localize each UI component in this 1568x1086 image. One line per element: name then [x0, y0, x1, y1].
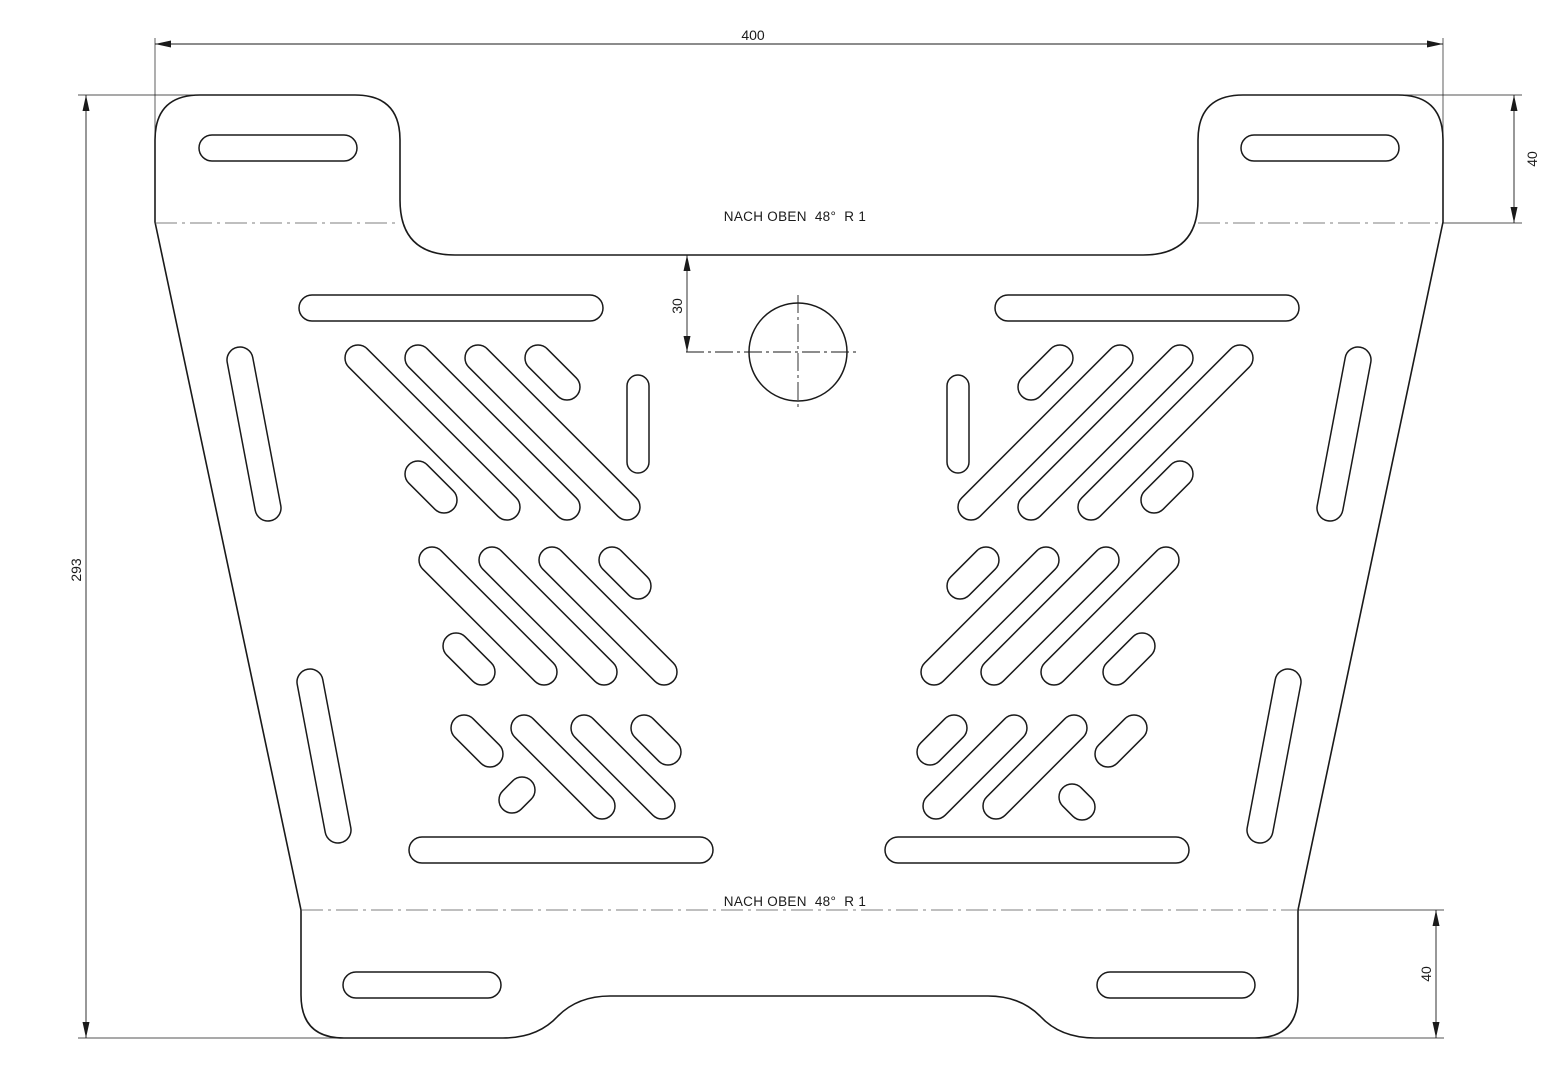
slot-17 — [464, 344, 641, 521]
slot-2 — [1240, 134, 1400, 162]
slot-29 — [498, 776, 536, 814]
slot-pattern — [198, 134, 1400, 999]
slot-9 — [226, 346, 282, 522]
slot-33 — [1017, 344, 1074, 401]
slot-25 — [450, 714, 504, 768]
slot-16 — [404, 344, 581, 521]
slot-13 — [626, 374, 650, 474]
dimension-height-label: 293 — [68, 558, 84, 582]
top-bend-note: NACH OBEN 48° R 1 — [724, 209, 866, 224]
slot-15 — [344, 344, 521, 521]
dimension-hole-offset: 30 — [669, 255, 691, 352]
slot-23 — [598, 546, 652, 600]
dimension-top-tab-label: 40 — [1524, 151, 1540, 167]
slot-22 — [538, 546, 678, 686]
slot-38 — [946, 546, 1000, 600]
slot-19 — [404, 460, 458, 514]
slot-31 — [1017, 344, 1194, 521]
slot-5 — [298, 294, 604, 322]
dimension-top-tab: 40 — [1400, 94, 1540, 224]
dimension-bottom-tab: 40 — [1255, 909, 1444, 1039]
slot-40 — [1094, 714, 1148, 768]
slot-35 — [1040, 546, 1180, 686]
slot-1 — [198, 134, 358, 162]
slot-41 — [982, 714, 1088, 820]
slot-43 — [916, 714, 968, 766]
slot-26 — [510, 714, 616, 820]
bottom-bend-note: NACH OBEN 48° R 1 — [724, 894, 866, 909]
slot-44 — [1058, 783, 1096, 821]
plate-outline — [154, 94, 1444, 1039]
slot-11 — [1316, 346, 1372, 522]
slot-36 — [980, 546, 1120, 686]
slot-39 — [1102, 632, 1156, 686]
dimension-height: 293 — [68, 94, 340, 1039]
slot-37 — [920, 546, 1060, 686]
slot-24 — [442, 632, 496, 686]
slot-21 — [478, 546, 618, 686]
slot-10 — [296, 668, 352, 844]
slot-4 — [1096, 971, 1256, 999]
slot-3 — [342, 971, 502, 999]
slot-34 — [1140, 460, 1194, 514]
slot-32 — [957, 344, 1134, 521]
slot-14 — [946, 374, 970, 474]
slot-42 — [922, 714, 1028, 820]
slot-28 — [630, 714, 682, 766]
slot-12 — [1246, 668, 1302, 844]
slot-6 — [994, 294, 1300, 322]
slot-7 — [408, 836, 714, 864]
dimension-hole-offset-label: 30 — [669, 298, 685, 314]
slot-18 — [524, 344, 581, 401]
dimension-width: 400 — [154, 27, 1444, 138]
slot-20 — [418, 546, 558, 686]
dimension-width-label: 400 — [741, 27, 765, 43]
slot-30 — [1077, 344, 1254, 521]
slot-27 — [570, 714, 676, 820]
slot-8 — [884, 836, 1190, 864]
dimension-bottom-tab-label: 40 — [1418, 966, 1434, 982]
